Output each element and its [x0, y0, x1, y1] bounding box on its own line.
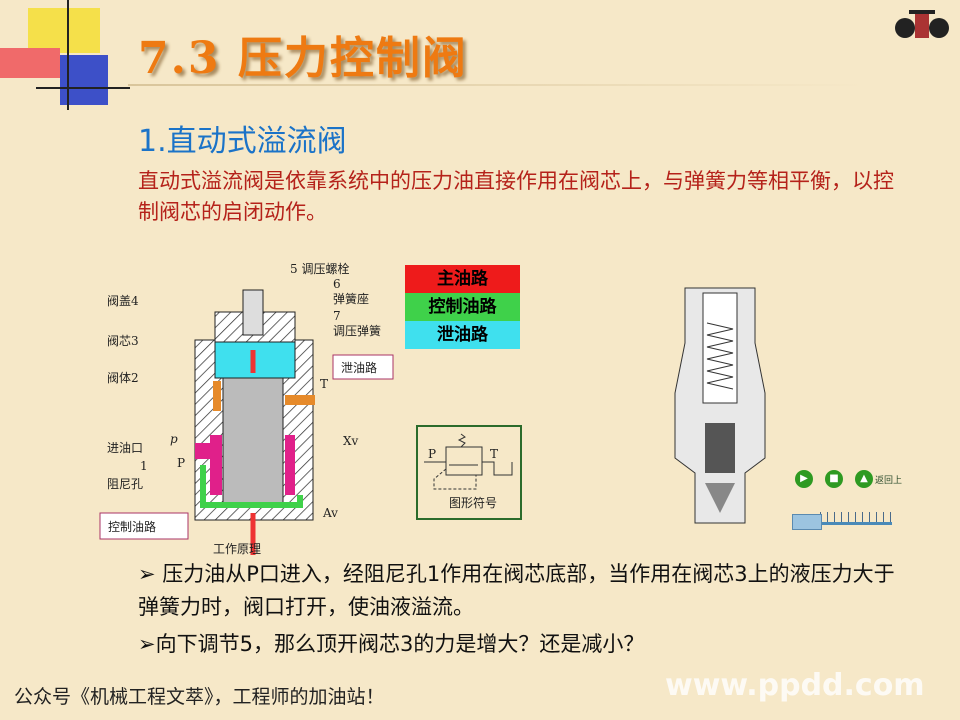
label-cover: 阀盖4 — [107, 294, 139, 308]
control-box-label: 控制油路 — [108, 519, 156, 534]
playback-controls: ▶ ■ ▲ 返回上 — [795, 470, 902, 488]
title-divider — [128, 84, 868, 86]
label-inlet: 进油口 — [107, 441, 143, 455]
graphic-symbol: P T 图形符号 — [416, 425, 522, 520]
label-P: P — [177, 456, 185, 470]
corner-decoration — [0, 0, 130, 110]
label-p-small: p — [170, 432, 178, 446]
play-icon[interactable]: ▶ — [795, 470, 813, 488]
legend-main-oil: 主油路 — [405, 265, 520, 293]
watermark: www.ppdd.com — [665, 668, 925, 703]
stop-icon[interactable]: ■ — [825, 470, 843, 488]
symbol-T: T — [490, 447, 498, 461]
intro-text: 直动式溢流阀是依靠系统中的压力油直接作用在阀芯上，与弹簧力等相平衡，以控制阀芯的… — [138, 169, 894, 224]
logo — [895, 10, 949, 38]
label-Av: Av — [322, 506, 338, 520]
legend-drain-oil: 泄油路 — [405, 321, 520, 349]
label-seat-num: 6 — [333, 277, 341, 291]
label-T: T — [320, 377, 328, 391]
footer-text: 公众号《机械工程文萃》，工程师的加油站！ — [14, 686, 385, 708]
color-legend: 主油路 控制油路 泄油路 — [405, 265, 520, 349]
page-title: 7.3 压力控制阀 — [138, 33, 468, 84]
diagram-caption: 工作原理 — [213, 542, 261, 556]
label-orifice-num: 1 — [140, 459, 148, 473]
section-heading: 1.直动式溢流阀 — [138, 124, 347, 159]
symbol-P: P — [428, 447, 436, 461]
bullet-1: ➢ 压力油从P口进入，经阻尼孔1作用在阀芯底部，当作用在阀芯3上的液压力大于弹簧… — [138, 562, 895, 619]
legend-control-oil: 控制油路 — [405, 293, 520, 321]
label-orifice: 阻尼孔 — [107, 477, 143, 491]
speed-slider[interactable] — [792, 508, 902, 530]
valve-section-photo — [674, 287, 766, 524]
label-spool: 阀芯3 — [107, 334, 139, 348]
valve-diagram: 5 调压螺栓 6 弹簧座 7 调压弹簧 阀盖4 阀芯3 阀体2 进油口 p P … — [99, 261, 394, 556]
slider-thumb[interactable] — [792, 514, 822, 530]
label-body: 阀体2 — [107, 371, 139, 385]
label-spring-num: 7 — [333, 309, 341, 323]
return-label[interactable]: 返回上 — [875, 475, 903, 486]
label-Xv: Xv — [343, 434, 359, 448]
drain-box-label: 泄油路 — [341, 360, 377, 375]
symbol-caption: 图形符号 — [449, 495, 497, 510]
return-icon[interactable]: ▲ — [855, 470, 873, 488]
bullet-2: ➢向下调节5，那么顶开阀芯3的力是增大？还是减小？ — [138, 632, 645, 656]
label-spring: 调压弹簧 — [333, 323, 381, 338]
label-seat: 弹簧座 — [333, 291, 369, 306]
label-bolt: 5 调压螺栓 — [290, 261, 349, 276]
